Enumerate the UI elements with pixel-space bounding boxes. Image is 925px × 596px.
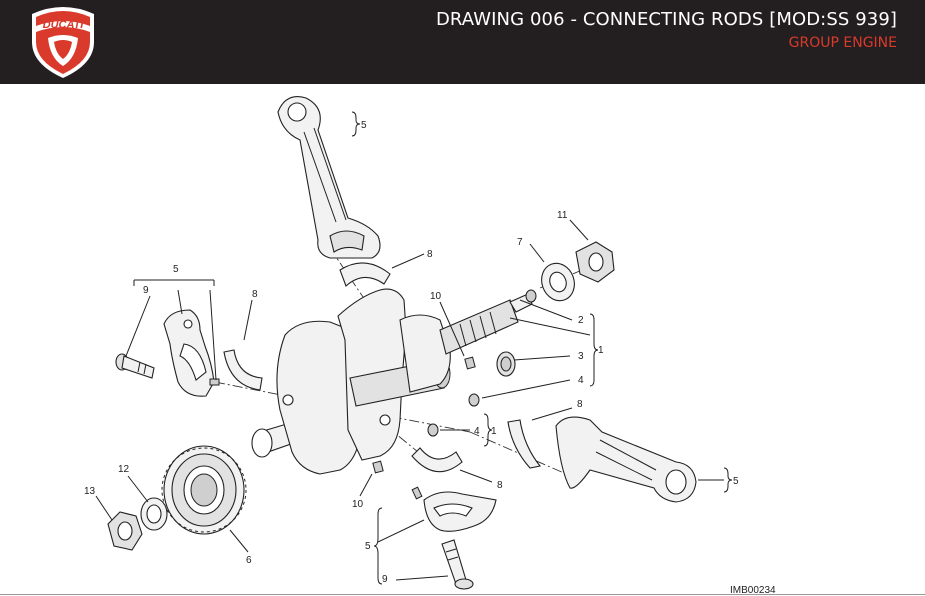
conrod-cap-bottom <box>411 486 497 532</box>
page-title: DRAWING 006 - CONNECTING RODS [MOD:SS 93… <box>435 9 897 30</box>
bolt-9-bottom <box>441 539 474 590</box>
callout-1-right: 1 <box>598 345 604 356</box>
connecting-rod-right <box>555 416 697 503</box>
callout-10-top: 10 <box>430 291 442 302</box>
callout-12: 12 <box>118 464 130 475</box>
callout-4-right: 4 <box>578 375 584 386</box>
header-bar: DUCATI DRAWING 006 - CONNECTING RODS [MO… <box>0 0 925 84</box>
bottom-divider <box>0 594 925 595</box>
callout-13: 13 <box>84 486 96 497</box>
callout-1-mid: 1 <box>491 426 497 437</box>
bearing-shell-left <box>223 349 263 391</box>
callout-4-mid: 4 <box>474 426 480 437</box>
nut-13 <box>107 511 143 551</box>
callout-9-bottom: 9 <box>382 574 388 585</box>
crank-gear-6 <box>161 445 247 535</box>
callout-5-top: 5 <box>361 120 367 131</box>
dowel-10-bottom <box>372 460 384 474</box>
bolt-9-left <box>115 353 155 379</box>
callout-9-left: 9 <box>143 285 149 296</box>
washer-12 <box>140 497 168 531</box>
callout-7: 7 <box>517 237 523 248</box>
plug-4-mid <box>427 423 439 437</box>
callout-8-top: 8 <box>427 249 433 260</box>
callout-11: 11 <box>557 210 568 221</box>
callout-3: 3 <box>578 351 584 362</box>
conrod-cap-left <box>163 309 215 397</box>
connecting-rod-top <box>277 96 381 259</box>
nut-11 <box>575 241 615 283</box>
callout-5-right: 5 <box>733 476 739 487</box>
callout-5-bottom: 5 <box>365 541 371 552</box>
drawing-code: IMB00234 <box>730 585 776 596</box>
plug-2 <box>525 289 537 303</box>
washer-7 <box>541 262 575 302</box>
callout-10-bottom: 10 <box>352 499 364 510</box>
logo-text: DUCATI <box>43 19 85 31</box>
pin-left <box>209 378 220 386</box>
bearing-shell-right <box>507 419 541 469</box>
oil-pump-gear <box>496 351 516 377</box>
exploded-parts-diagram: 5 8 11 7 10 2 3 4 1 5 9 8 4 1 8 5 12 13 … <box>84 96 776 596</box>
callout-8-right: 8 <box>577 399 583 410</box>
crankshaft <box>251 288 533 475</box>
bearing-shell-top <box>339 262 391 287</box>
callout-2: 2 <box>578 315 584 326</box>
group-subtitle: GROUP ENGINE <box>788 35 897 51</box>
callout-5-left: 5 <box>173 264 179 275</box>
callout-8-left: 8 <box>252 289 258 300</box>
callout-6: 6 <box>246 555 252 566</box>
callout-8-bottom: 8 <box>497 480 503 491</box>
ducati-logo-icon: DUCATI <box>32 7 94 78</box>
plug-4-right <box>468 393 480 407</box>
dowel-10-top <box>464 356 476 370</box>
bearing-shell-mid <box>411 447 463 473</box>
